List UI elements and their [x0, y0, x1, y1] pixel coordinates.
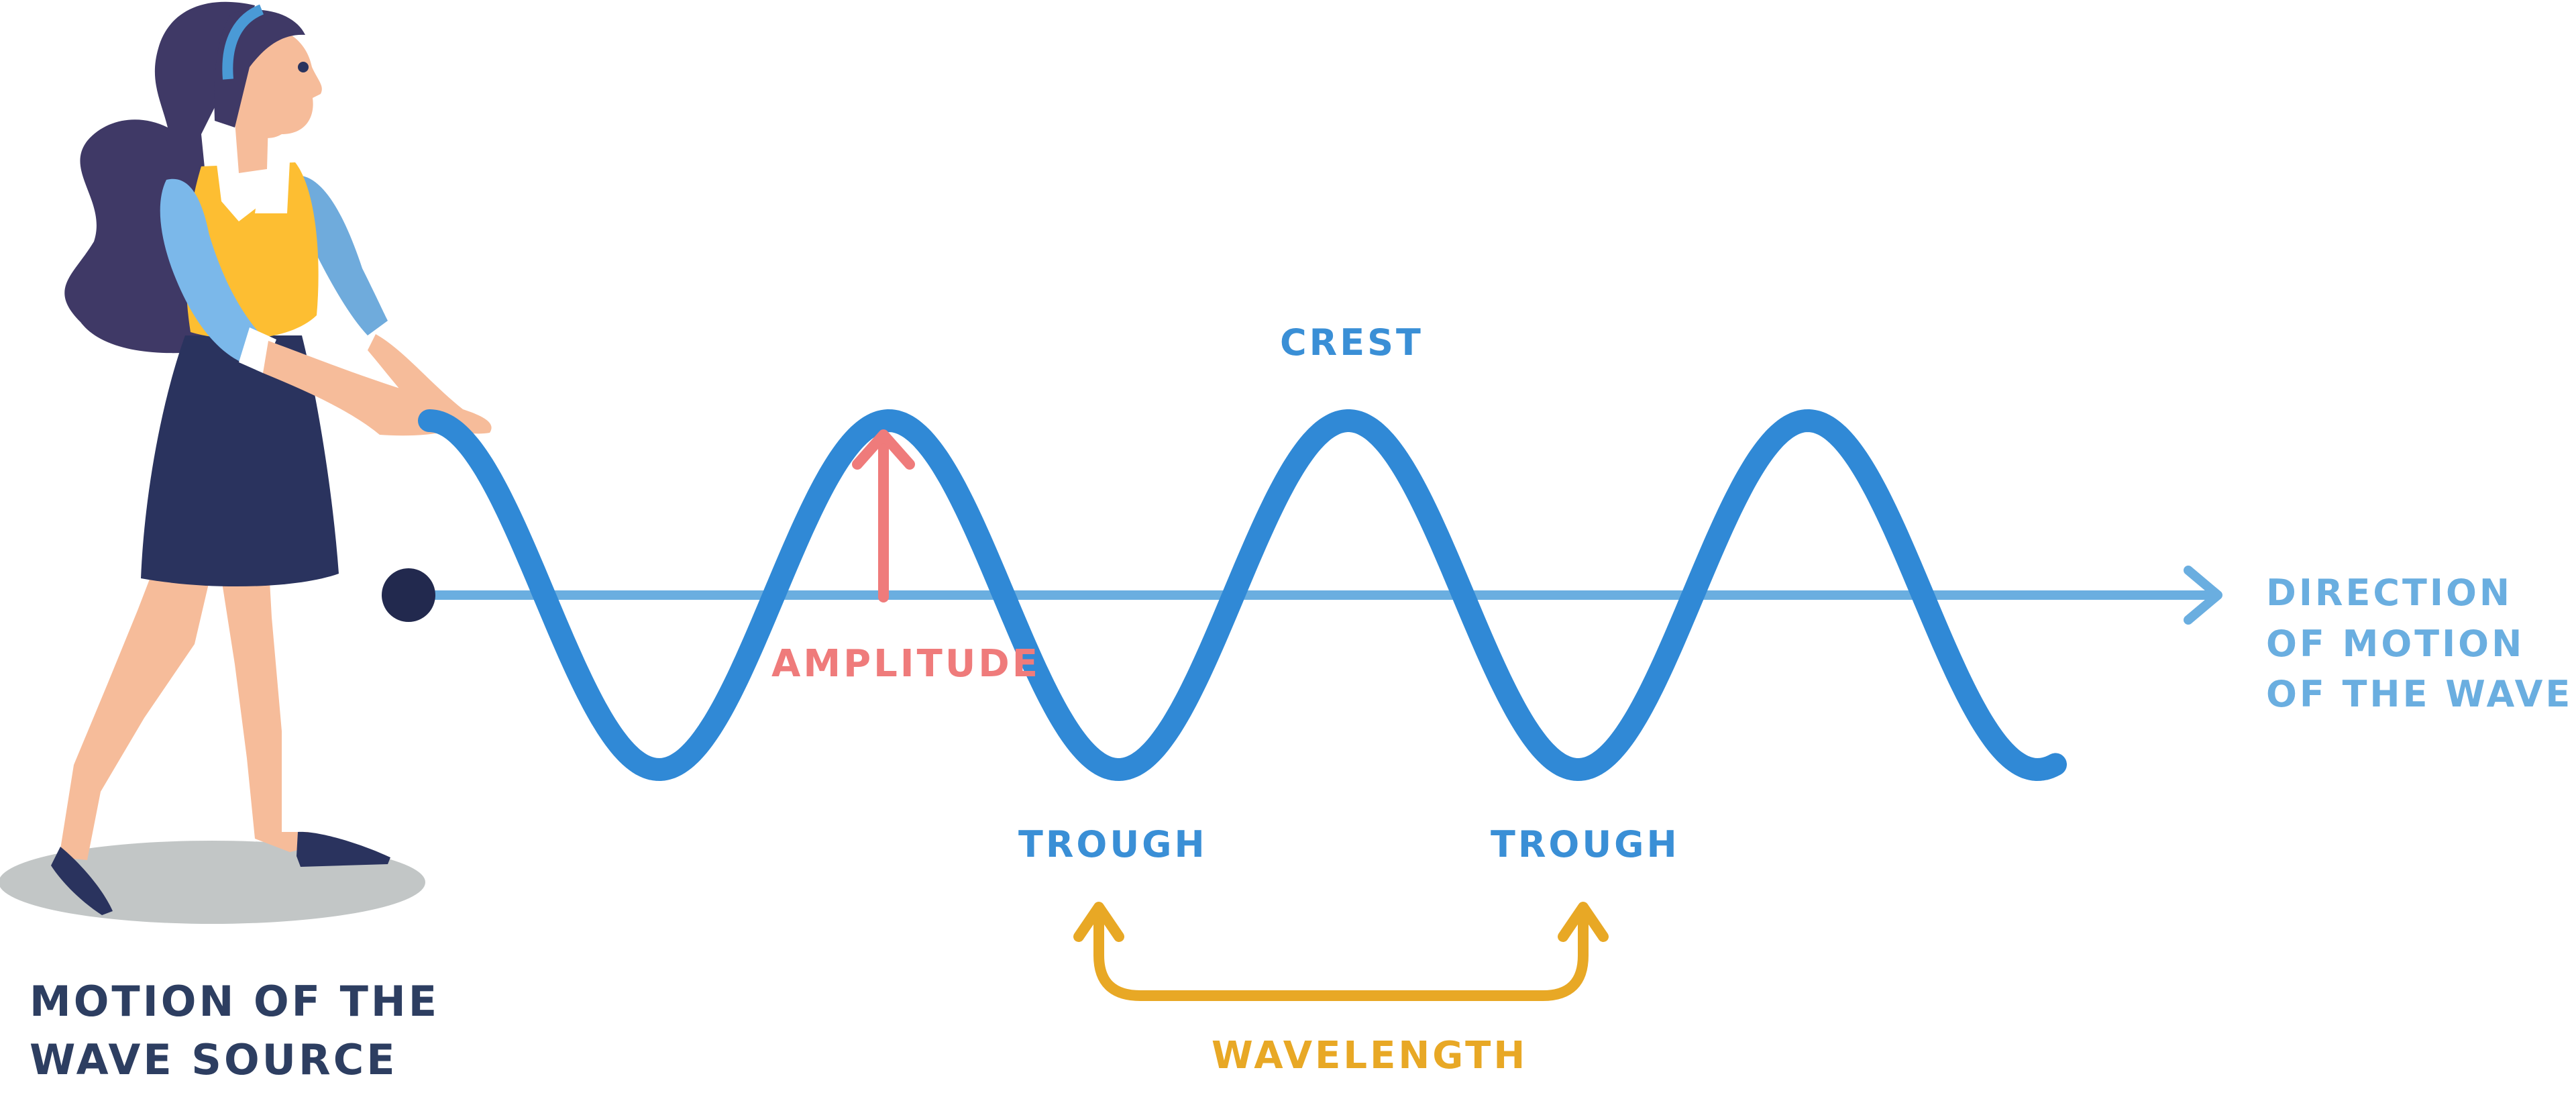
wavelength-arrowhead-right: [1558, 902, 1609, 942]
woman-back-hand: [368, 334, 492, 434]
axis-arrowhead: [2184, 566, 2222, 625]
amplitude-arrowhead: [852, 429, 915, 470]
woman-back-arm: [302, 176, 388, 335]
woman-back-leg: [218, 557, 312, 852]
woman-front-shoe: [51, 847, 113, 915]
woman-front-arm: [160, 178, 260, 362]
axis-start-dot: [382, 568, 435, 622]
wavelength-label: WAVELENGTH: [1212, 1034, 1528, 1078]
wave: [418, 409, 2067, 781]
trough-label-2: TROUGH: [1491, 823, 1680, 865]
wave-source-motion-label: MOTION OF THE WAVE SOURCE: [30, 977, 440, 1084]
woman-headband: [222, 4, 264, 80]
trough-label-1: TROUGH: [1018, 823, 1208, 865]
woman-front-hand: [263, 341, 448, 436]
amplitude-label: AMPLITUDE: [771, 642, 1041, 686]
woman-front-leg: [59, 564, 213, 860]
wavelength-bracket-line: [1093, 908, 1589, 1001]
woman-skirt: [141, 335, 339, 587]
woman-eye: [298, 62, 309, 72]
crest-label: CREST: [1280, 321, 1424, 364]
amplitude-arrow: [852, 429, 915, 602]
woman-back-shoe: [297, 831, 390, 867]
woman-collar: [216, 156, 263, 221]
woman-figure: [51, 1, 492, 915]
direction-of-motion-label: DIRECTION OF MOTION OF THE WAVE: [2266, 572, 2573, 716]
wavelength-arrowhead-left: [1073, 902, 1124, 942]
wavelength-bracket: [1073, 902, 1609, 1001]
woman-collar-right: [255, 156, 290, 213]
